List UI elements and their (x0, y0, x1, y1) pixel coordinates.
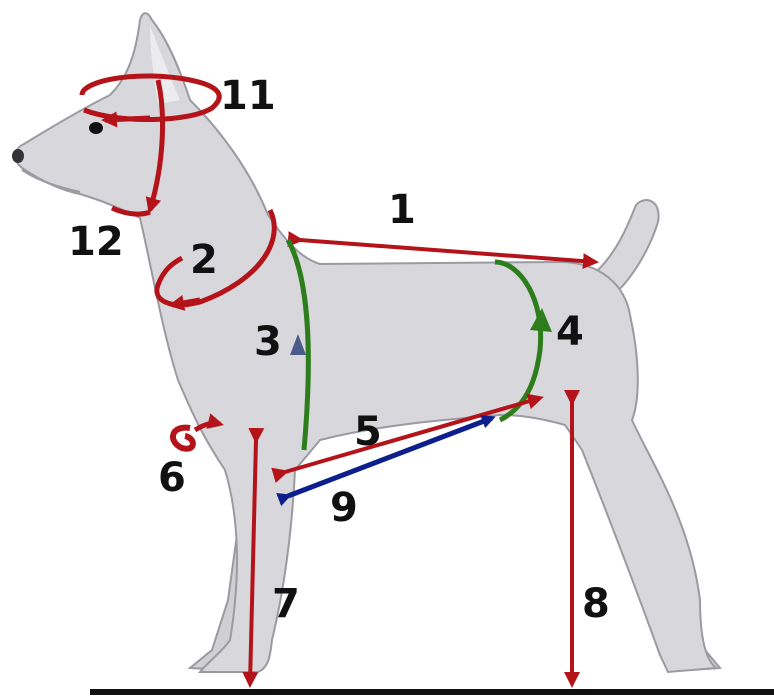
label-8: 8 (582, 584, 610, 624)
dog-silhouette (12, 13, 720, 672)
label-3: 3 (254, 322, 282, 362)
label-6: 6 (158, 458, 186, 498)
dog-nose (12, 149, 24, 163)
label-2: 2 (190, 240, 218, 280)
dog-body (15, 13, 716, 672)
label-11: 11 (220, 76, 276, 116)
label-1: 1 (388, 190, 416, 230)
dog-eye (89, 122, 103, 134)
label-4: 4 (556, 312, 584, 352)
measure-1-back-length (300, 240, 595, 262)
label-9: 9 (330, 488, 358, 528)
label-12: 12 (68, 222, 124, 262)
ground-line (90, 689, 774, 695)
label-5: 5 (354, 412, 382, 452)
label-7: 7 (272, 584, 300, 624)
